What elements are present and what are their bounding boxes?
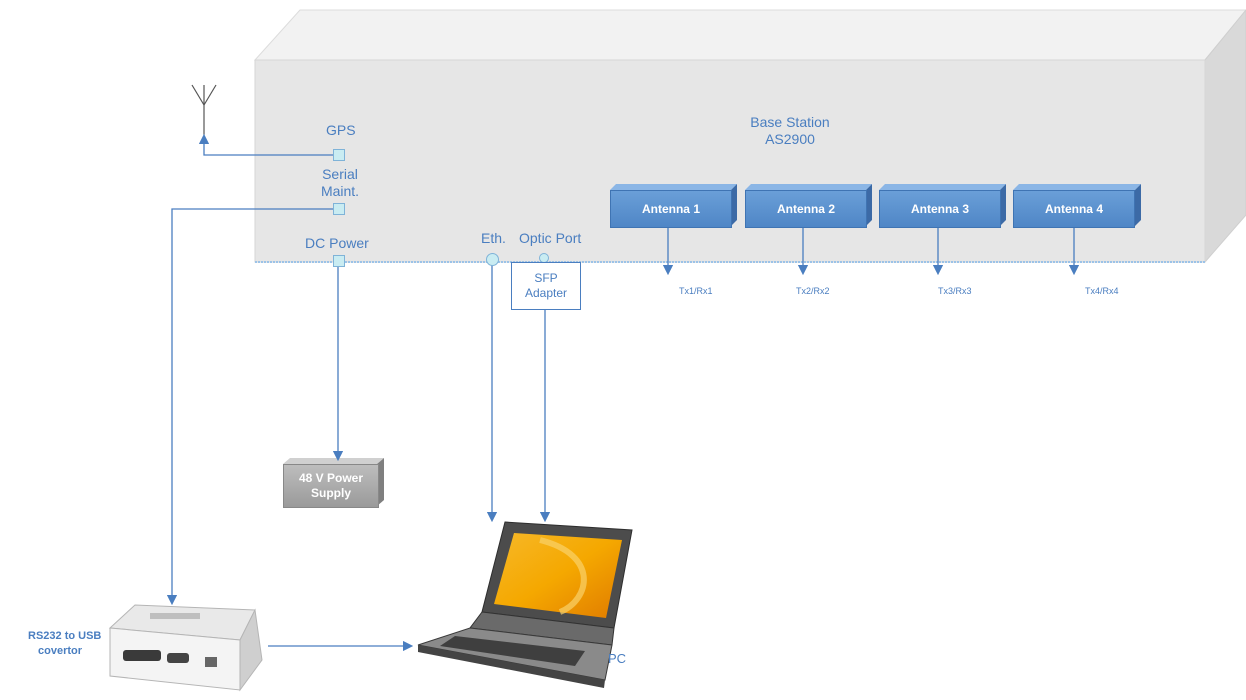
optic-port-label: Optic Port [519,230,582,246]
sfp-adapter: SFP Adapter [511,262,581,310]
serial-label-line2: Maint. [320,183,360,199]
antenna-3: Antenna 3 [879,190,1001,228]
gps-port[interactable] [333,149,345,161]
antenna-4: Antenna 4 [1013,190,1135,228]
serial-port[interactable] [333,203,345,215]
antenna-1: Antenna 1 [610,190,732,228]
dc-power-port[interactable] [333,255,345,267]
base-station-name: Base Station [750,114,830,130]
psu-line1: 48 V Power [298,471,364,485]
base-station-title: Base Station AS2900 [720,114,860,148]
eth-label: Eth. [481,230,506,246]
base-station-model: AS2900 [765,131,815,147]
eth-port[interactable] [486,253,499,266]
txrx-4-label: Tx4/Rx4 [1085,286,1119,296]
converter-label: RS232 to USB covertor [28,629,108,659]
txrx-3-label: Tx3/Rx3 [938,286,972,296]
txrx-1-label: Tx1/Rx1 [679,286,713,296]
serial-port-label: Serial Maint. [300,166,380,200]
converter-line1: RS232 to USB [28,630,102,642]
serial-label-line1: Serial [322,166,358,182]
gps-port-label: GPS [326,122,356,138]
pc-label: PC [608,651,627,666]
txrx-2-label: Tx2/Rx2 [796,286,830,296]
power-supply-box: 48 V Power Supply [283,464,379,508]
converter-line2: covertor [38,645,83,657]
psu-line2: Supply [310,486,351,500]
sfp-line1: SFP [534,271,558,285]
sfp-line2: Adapter [524,286,568,300]
dc-power-label: DC Power [305,235,369,251]
antenna-2: Antenna 2 [745,190,867,228]
